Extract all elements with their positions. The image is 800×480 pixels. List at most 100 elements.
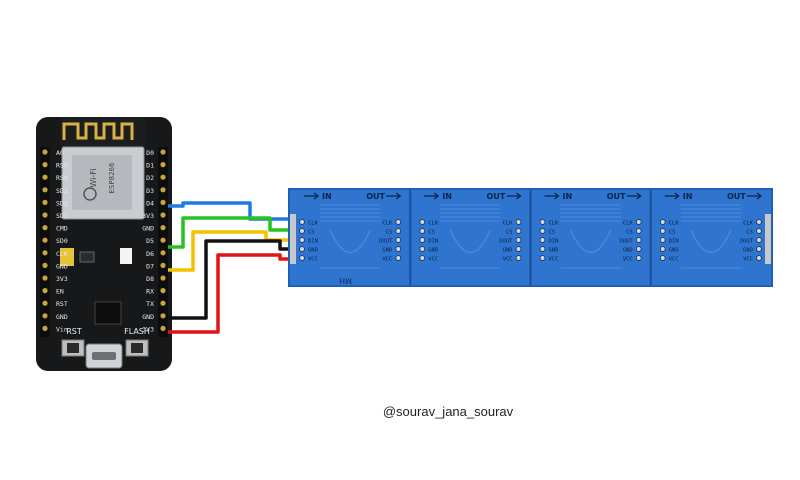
right-pin-5 xyxy=(160,212,166,218)
right-pin-label-1: D1 xyxy=(146,162,154,170)
module-out-label-3: OUT xyxy=(607,192,626,201)
module-out-label-1: OUT xyxy=(366,192,385,201)
left-pin-13 xyxy=(42,313,48,319)
right-pin-label-0: D0 xyxy=(146,149,154,157)
right-pin-4 xyxy=(160,199,166,205)
module-1-in-pin-0: CLK xyxy=(308,221,319,227)
left-pin-12 xyxy=(42,300,48,306)
nodemcu-board: Wi-Fi ESP8266 RST FLASH A0RSVRSVSD3SD2SD… xyxy=(36,117,172,371)
right-pin-2 xyxy=(160,174,166,180)
module-1-out-pin-4: VCC xyxy=(382,257,392,263)
flash-button xyxy=(125,339,149,357)
right-pin-label-10: D8 xyxy=(146,275,154,283)
left-pin-label-9: GND xyxy=(56,262,68,270)
module-4-in-pin-0: CLK xyxy=(669,221,680,227)
arrow-right-icon xyxy=(664,192,680,200)
module-4-out-pin-1: CS xyxy=(746,230,753,236)
arrow-right-icon xyxy=(747,192,762,200)
module-1-out-pin-2: DOUT xyxy=(379,239,393,245)
module-1-in-pin-2: DIN xyxy=(308,239,318,245)
module-3-in-pin-4: VCC xyxy=(549,257,559,263)
module-2-in-pin-3: GND xyxy=(428,248,438,254)
flash-button-label: FLASH xyxy=(124,327,150,336)
output-header-pins xyxy=(765,214,771,264)
right-pin-8 xyxy=(160,250,166,256)
input-header-pins xyxy=(290,214,296,264)
rst-button-label: RST xyxy=(66,327,82,336)
right-pin-label-12: TX xyxy=(146,300,154,308)
module-label-2: ESP8266 xyxy=(108,162,116,193)
module-1-out-pin-3: GND xyxy=(382,248,392,254)
right-pin-label-4: D4 xyxy=(146,199,154,207)
left-pin-5 xyxy=(42,212,48,218)
arrow-right-icon xyxy=(424,192,440,200)
module-4-in-pin-1: CS xyxy=(669,230,676,236)
right-pin-12 xyxy=(160,300,166,306)
right-pin-label-2: D2 xyxy=(146,174,154,182)
right-pin-14 xyxy=(160,325,166,331)
module-4-out-pin-2: DOUT xyxy=(740,239,754,245)
right-pin-label-9: D7 xyxy=(146,262,154,270)
left-pin-label-7: SD0 xyxy=(56,237,68,245)
module-3-out-pin-4: VCC xyxy=(623,257,633,263)
right-pin-label-14: 3V3 xyxy=(142,325,154,333)
right-pin-9 xyxy=(160,262,166,268)
right-pin-label-11: RX xyxy=(146,288,154,296)
arrow-right-icon xyxy=(544,192,560,200)
module-1-in-pin-4: VCC xyxy=(308,257,318,263)
right-pin-label-13: GND xyxy=(142,313,154,321)
wires xyxy=(168,201,294,334)
left-pin-label-8: CLK xyxy=(56,250,68,258)
module-2-in-pin-0: CLK xyxy=(428,221,439,227)
wire-din xyxy=(168,230,294,272)
module-label-1: Wi-Fi xyxy=(89,168,98,187)
module-3-out-pin-3: GND xyxy=(623,248,633,254)
left-pin-label-1: RSV xyxy=(56,162,68,170)
module-4-out-pin-0: CLK xyxy=(743,221,754,227)
module-in-label-3: IN xyxy=(563,192,573,201)
left-pin-label-4: SD2 xyxy=(56,199,68,207)
left-pin-0 xyxy=(42,149,48,155)
module-in-label-2: IN xyxy=(442,192,452,201)
right-pin-3 xyxy=(160,187,166,193)
right-pin-13 xyxy=(160,313,166,319)
module-2-in-pin-2: DIN xyxy=(428,239,438,245)
wifi-antenna-icon xyxy=(62,122,134,140)
left-pin-8 xyxy=(42,250,48,256)
author-credit: @sourav_jana_sourav xyxy=(382,404,514,419)
module-2-in-pin-4: VCC xyxy=(428,257,438,263)
right-pin-label-8: D6 xyxy=(146,250,154,258)
module-out-label-4: OUT xyxy=(727,192,746,201)
left-pin-label-11: EN xyxy=(56,288,64,296)
right-pin-label-3: D3 xyxy=(146,187,154,195)
left-pin-7 xyxy=(42,237,48,243)
wire-gnd xyxy=(168,239,294,320)
module-1-out-pin-1: CS xyxy=(386,230,393,236)
left-pin-2 xyxy=(42,174,48,180)
wire-vcc xyxy=(168,253,294,334)
module-in-label-4: IN xyxy=(683,192,693,201)
module-4-in-pin-2: DIN xyxy=(669,239,679,245)
module-3-in-pin-0: CLK xyxy=(549,221,560,227)
module-2-in-pin-1: CS xyxy=(428,230,435,236)
right-pin-1 xyxy=(160,162,166,168)
module-4-out-pin-4: VCC xyxy=(743,257,753,263)
module-3-in-pin-1: CS xyxy=(549,230,556,236)
module-2-out-pin-0: CLK xyxy=(503,221,514,227)
left-pin-1 xyxy=(42,162,48,168)
module-3-in-pin-3: GND xyxy=(549,248,559,254)
module-2-out-pin-4: VCC xyxy=(503,257,513,263)
left-pin-10 xyxy=(42,275,48,281)
left-pin-label-3: SD3 xyxy=(56,187,68,195)
right-pin-label-5: 3V3 xyxy=(142,212,154,220)
module-3-in-pin-2: DIN xyxy=(549,239,559,245)
right-pin-label-6: GND xyxy=(142,225,154,233)
left-pin-labels: A0RSVRSVSD3SD2SD1CMDSD0CLKGND3V3ENRSTGND… xyxy=(42,149,68,333)
left-pin-9 xyxy=(42,262,48,268)
arrow-right-icon xyxy=(304,192,319,200)
left-pin-label-12: RST xyxy=(56,300,68,308)
